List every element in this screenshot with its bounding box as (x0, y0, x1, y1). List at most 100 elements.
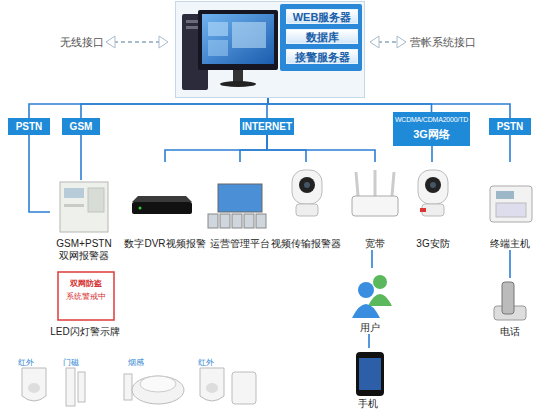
connector-line (80, 135, 82, 180)
sensor-label: 门磁 (63, 357, 79, 368)
user-head (358, 282, 374, 298)
platform-device: 运营管理平台 (205, 162, 275, 250)
smoke-detector-top (140, 376, 176, 392)
platform-unit (220, 214, 230, 228)
terminal-body (490, 186, 532, 222)
connector-line (268, 98, 510, 118)
sign-text: 双网防盗 (58, 279, 114, 289)
alarm-screen (64, 188, 84, 198)
pir-sensor (22, 368, 46, 401)
device-caption: 电话 (484, 326, 536, 338)
camera-body (292, 170, 322, 204)
camera-device: 视频传输报警器 (270, 162, 342, 250)
gas-detector (232, 372, 256, 404)
camera-glass (304, 182, 310, 188)
connector-line (431, 146, 433, 162)
platform-unit (244, 214, 254, 228)
terminal-device: 终端主机 (484, 162, 536, 250)
phone-body (356, 352, 384, 396)
server-label: WEB服务器 (286, 9, 358, 24)
server-group: WEB服务器数据库接警服务器 (175, 1, 365, 98)
sensor-label: 烟感 (128, 357, 144, 368)
interface-label: 无线接口 (60, 35, 104, 50)
network-label: GSM (62, 118, 100, 135)
pir-lens (206, 383, 218, 393)
device-caption: 终端主机 (484, 238, 536, 250)
connector-line (240, 135, 267, 162)
connector-line (509, 135, 511, 162)
dvr-top (132, 196, 192, 202)
network-box: PSTN (8, 118, 50, 135)
camera-lens (299, 177, 315, 193)
user-icon: 用户 (345, 268, 395, 334)
router-antenna (374, 170, 377, 196)
door-magnet (78, 372, 85, 402)
connector-line (165, 135, 267, 162)
server-panel (280, 4, 362, 71)
led-sign (58, 272, 114, 320)
connector-line (81, 98, 268, 118)
monitor-screen (202, 14, 274, 64)
sensor-part (124, 374, 132, 400)
camera-logo (420, 208, 426, 212)
platform-unit (256, 214, 266, 228)
server-label: 数据库 (286, 29, 358, 44)
platform-unit (232, 214, 242, 228)
device-caption: 宽带 (350, 238, 400, 250)
router-antenna (392, 172, 394, 196)
server-label: 接警服务器 (286, 49, 358, 64)
network-box: WCDMA/CDMA2000/TD3G网络 (393, 112, 470, 146)
pir-lens (28, 383, 40, 393)
terminal-screen (496, 191, 514, 199)
connector-line (368, 334, 370, 348)
connector-line (267, 135, 306, 162)
camera-lens (425, 177, 441, 193)
arrow-head (370, 36, 379, 48)
device-caption: GSM+PSTN 双网报警器 (50, 238, 118, 262)
server-frame-fill (175, 1, 365, 98)
alarm-slot (64, 204, 84, 207)
network-label: INTERNET (240, 118, 294, 135)
screen-tile (232, 22, 266, 48)
alarm-panel (60, 182, 108, 232)
mobile-phone: 手机 (343, 348, 393, 410)
camera-base (296, 204, 318, 216)
camera-device: 3G安防 (408, 162, 458, 250)
user-body (352, 304, 380, 318)
connector-line (29, 98, 268, 118)
connector-line (509, 250, 511, 278)
dvr-device: 数字DVR视频报警 (120, 162, 210, 250)
dvr-led (139, 207, 142, 210)
telephone-handset (502, 282, 514, 314)
telephone: 电话 (484, 278, 536, 338)
user-head (373, 275, 387, 289)
network-box: INTERNET (240, 118, 294, 135)
user-body (368, 294, 392, 306)
router-device: 宽带 (350, 162, 400, 250)
camera-glass (430, 182, 436, 188)
network-label: PSTN (489, 118, 531, 135)
sign-text: LED闪灯警示牌 (44, 326, 126, 338)
monitor-base (220, 81, 256, 87)
alarm-device: GSM+PSTN 双网报警器 (50, 180, 118, 262)
network-label: PSTN (8, 118, 50, 135)
device-caption: 视频传输报警器 (270, 238, 342, 250)
connector-line (268, 98, 432, 112)
network-label: WCDMA/CDMA2000/TD (393, 115, 470, 124)
camera-body (418, 170, 448, 204)
interface-label: 营帐系统接口 (410, 35, 476, 50)
device-caption: 用户 (345, 322, 395, 334)
dashed-arrow-line (114, 41, 160, 43)
connector-line (267, 135, 375, 162)
monitor-stand (233, 70, 243, 82)
router-body (352, 196, 398, 216)
screen-tile (208, 22, 228, 36)
connector-line (29, 135, 50, 212)
door-sensor (66, 368, 75, 406)
led-sign-device: 双网防盗系统警戒中LED闪灯警示牌 (44, 268, 126, 338)
alarm-keypad (88, 188, 104, 212)
screen-tile (208, 40, 228, 56)
device-caption: 数字DVR视频报警 (120, 238, 210, 250)
